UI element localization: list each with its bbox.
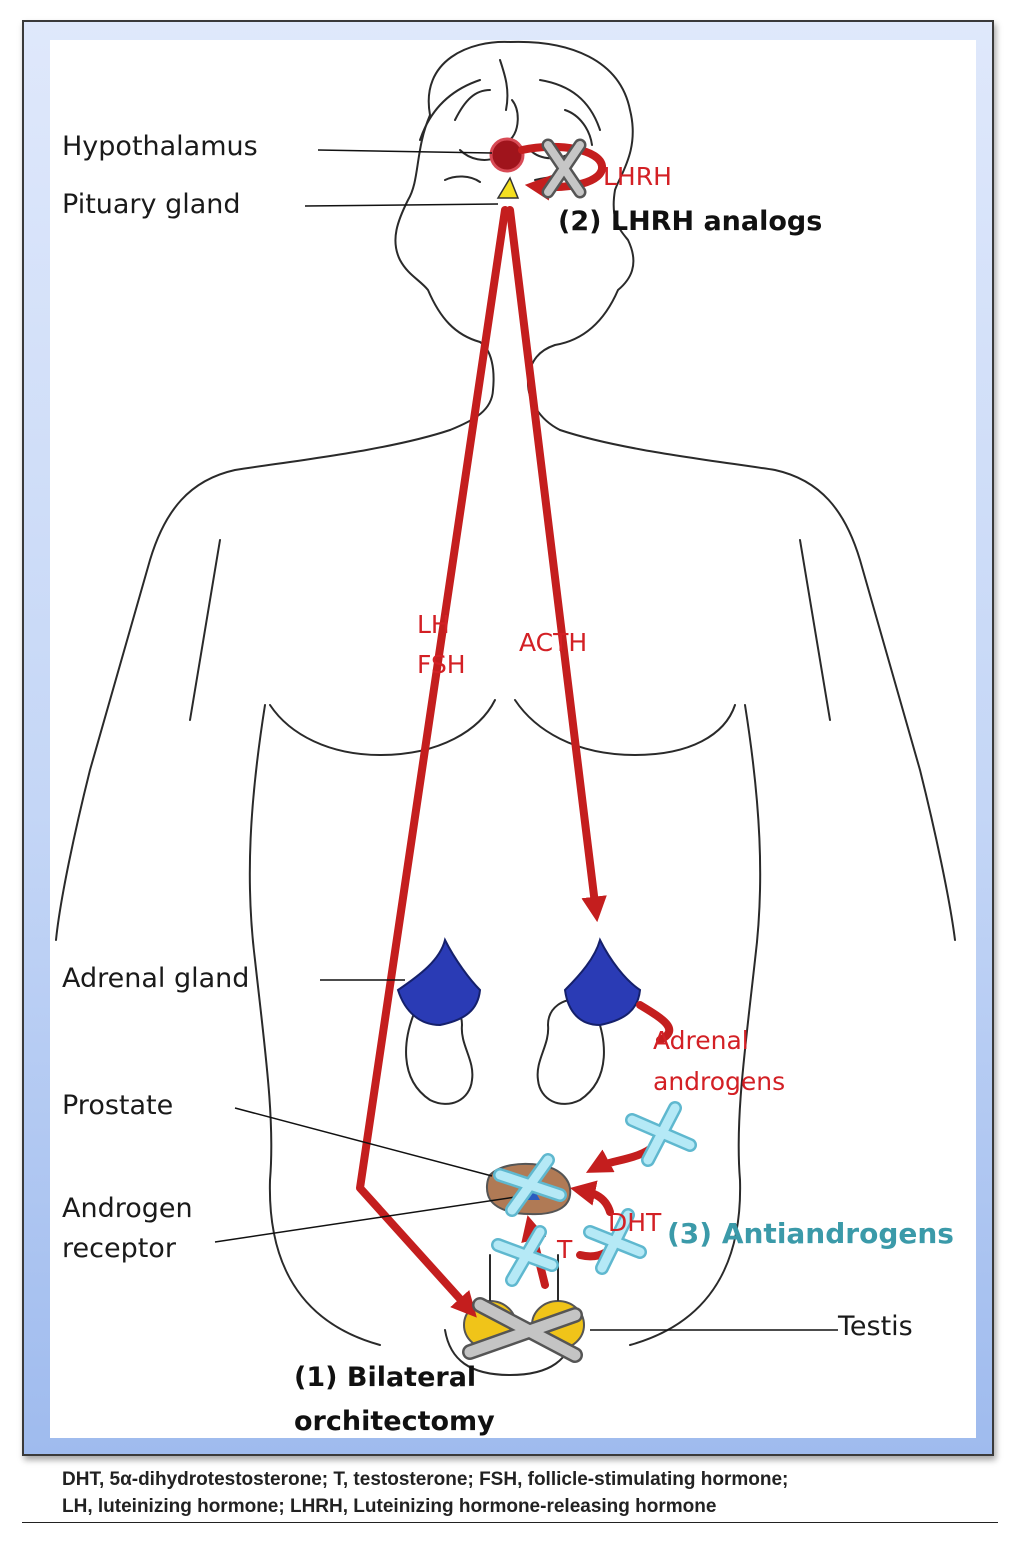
arm-inner (189, 539, 831, 721)
footnote-line-2: LH, luteinizing hormone; LHRH, Luteinizi… (62, 1496, 717, 1517)
pituitary-pointer (304, 203, 499, 207)
label-receptor: receptor (62, 1233, 177, 1264)
acth-pathway (506, 206, 607, 923)
label-adrenal-gland: Adrenal gland (62, 963, 249, 994)
adrenal-gland-right (563, 937, 642, 1027)
chest-lines (269, 699, 736, 756)
label-adrenal-androgens-2: androgens (653, 1067, 785, 1096)
antiandrogen-x-prostate (493, 1153, 567, 1217)
footnote-rule (22, 1522, 998, 1523)
adrenal-androgen-arrow (636, 1001, 674, 1044)
label-lhrh: LHRH (603, 162, 672, 191)
antiandrogen-x-adrenal (625, 1101, 697, 1167)
lh-fsh-pathway (356, 206, 509, 1318)
abbreviations-footnote: DHT, 5α-dihydrotestosterone; T, testoste… (62, 1466, 982, 1520)
hormone-arrows (356, 142, 674, 1318)
footnote-line-1: DHT, 5α-dihydrotestosterone; T, testoste… (62, 1469, 789, 1490)
adrenal-gland-left (396, 937, 482, 1027)
label-antiandrogens: (3) Antiandrogens (667, 1217, 954, 1250)
head-outline (394, 40, 635, 431)
label-hypothalamus: Hypothalamus (62, 131, 258, 162)
label-lhrh-analogs: (2) LHRH analogs (558, 206, 822, 237)
hypothalamus-organ (489, 137, 525, 173)
label-adrenal-androgens-1: Adrenal (653, 1026, 749, 1055)
shoulders (55, 429, 956, 941)
orchiectomy-block-x (462, 1297, 583, 1363)
antiandrogen-x-dht (583, 1208, 647, 1275)
label-acth: ACTH (519, 628, 587, 657)
label-t: T (556, 1235, 573, 1264)
label-bilateral: (1) Bilateral (294, 1362, 476, 1393)
hypothalamus-pointer (317, 149, 493, 154)
receptor-pointer (214, 1195, 523, 1243)
label-orchitectomy: orchitectomy (294, 1406, 495, 1437)
antiandrogen-x-marks (491, 1101, 697, 1287)
pituitary-organ (496, 176, 520, 199)
torso-sides (248, 704, 762, 1346)
label-fsh: FSH (417, 650, 466, 679)
label-testis: Testis (837, 1311, 913, 1342)
antiandrogen-x-testosterone (491, 1225, 559, 1287)
body-outline (55, 40, 956, 1376)
label-pituitary-gland: Pituary gland (62, 189, 241, 220)
kidney-right (536, 998, 605, 1105)
lhrh-block-x (541, 138, 587, 199)
pointer-lines (214, 149, 838, 1331)
label-lh: LH (417, 610, 450, 639)
prostate-pointer (234, 1107, 493, 1177)
dht-arrow (569, 1180, 614, 1216)
label-androgen: Androgen (62, 1193, 193, 1224)
label-prostate: Prostate (62, 1090, 173, 1121)
label-dht: DHT (608, 1208, 662, 1237)
